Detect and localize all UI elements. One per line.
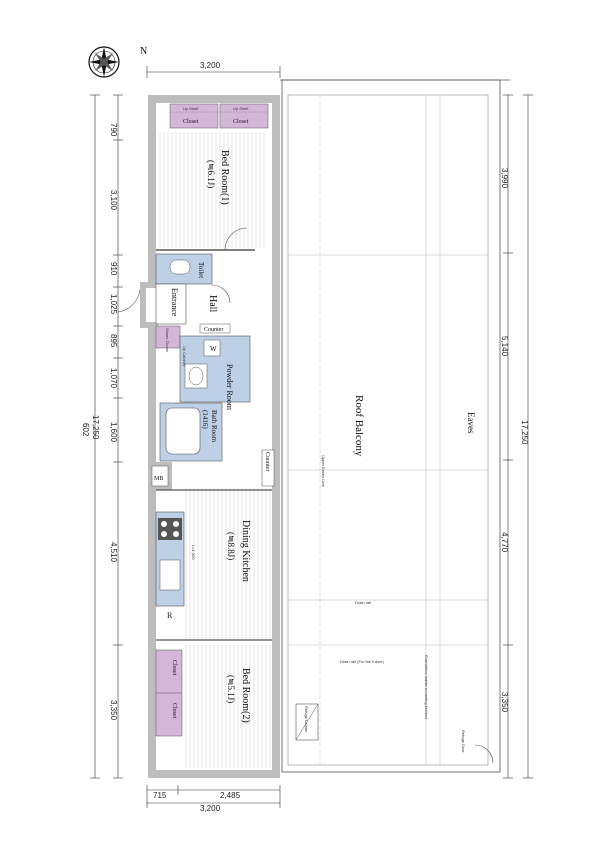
closet-b-label: Closet: [233, 119, 249, 125]
toilet-label: Toilet: [197, 262, 205, 278]
bedroom2-label: Bed Room(2): [240, 668, 251, 723]
dimension-right: 3,990 5,140 4,770 3,350 17,250: [500, 94, 533, 779]
dim-left-6: 1,070: [109, 368, 118, 389]
powder-room: W Powder Room Up Cabinet: [179, 335, 251, 411]
compass-icon: N: [88, 46, 147, 78]
evac-bracket-label: Evacuation ladder mounting bracket: [424, 655, 429, 720]
dim-left-5: 895: [109, 334, 118, 348]
drain-rail-future-label: Drain rail (For the future): [340, 659, 384, 664]
closet-bottom: Closet Closet: [155, 649, 183, 737]
compass-north-label: N: [140, 46, 147, 57]
dim-right-4: 3,350: [500, 692, 509, 713]
roof-balcony-label: Roof Balcony: [353, 395, 365, 457]
bedroom1-label: Bed Room(1): [219, 150, 230, 205]
w-mark: W: [210, 345, 217, 353]
bath-room: Bath Room (1416): [159, 402, 223, 462]
dim-right-3: 4,770: [500, 532, 509, 553]
upper-eaves-label: Upper Eaves Line: [321, 455, 326, 488]
dining-kitchen-label: Dining Kitchen: [240, 520, 251, 582]
kitchen-area: L=1,300 R: [155, 511, 196, 620]
roof-balcony: Roof Balcony Eaves Upper Eaves Line Drai…: [280, 79, 510, 773]
dim-left-3: 910: [109, 262, 118, 276]
dimension-bottom: 715 2,485 3,200: [146, 785, 281, 813]
counter-2: Counter: [261, 449, 275, 487]
counter2-label: Counter: [264, 452, 270, 471]
refuge-ladder-label: Refuge Ladder: [304, 706, 309, 733]
r-mark: R: [167, 611, 173, 620]
bedroom2-size: (≒5.1J): [226, 675, 236, 703]
mb-label: MB: [154, 476, 163, 482]
bath-size-label: (1416): [201, 410, 209, 429]
hall-label: Hall: [207, 295, 218, 312]
dim-right-2: 5,140: [500, 336, 509, 357]
dimension-top: 3,200: [146, 61, 281, 78]
dim-left-1: 790: [109, 123, 118, 137]
dim-right-1: 3,990: [500, 168, 509, 189]
dim-bottom-left: 715: [153, 791, 167, 800]
entrance: Entrance: [117, 283, 187, 325]
dim-top-width: 3,200: [200, 61, 221, 70]
bedroom-2: Bed Room(2) (≒5.1J): [226, 668, 251, 723]
hall: Hall Counter: [199, 284, 231, 334]
dim-left-2: 3,100: [109, 190, 118, 211]
bath-room-label: Bath Room: [210, 410, 218, 443]
closet-c-label: Closet: [171, 660, 177, 676]
dim-left-7: 1,600: [109, 422, 118, 443]
dim-bottom-right: 2,485: [220, 791, 241, 800]
shoes-closet-label: Shoes Closet: [165, 328, 170, 353]
flooring-pattern: [159, 132, 271, 768]
drain-rail-label: Drain rail: [355, 600, 371, 605]
powder-room-label: Powder Room: [225, 364, 234, 411]
up-shelf-a-label: Up Shelf: [183, 106, 199, 111]
up-shelf-b-label: Up Shelf: [233, 106, 249, 111]
dk-size-label: (≒8.8J): [226, 532, 236, 560]
kitchen-counter-length: L=1,300: [191, 545, 196, 560]
eaves-label: Eaves: [466, 412, 476, 434]
dining-kitchen: Dining Kitchen (≒8.8J): [156, 489, 272, 641]
entrance-label: Entrance: [170, 288, 179, 317]
dim-left-4: 1,025: [109, 294, 118, 315]
counter1-label: Counter: [204, 327, 223, 333]
dim-left-9: 3,350: [109, 700, 118, 721]
bedroom1-size: (≒6.1J): [206, 160, 216, 188]
bedroom-1: Bed Room(1) (≒6.1J): [156, 150, 255, 251]
toilet-room: Toilet: [155, 253, 213, 285]
refuge-door-label: Refuge Door: [461, 730, 466, 753]
up-cabinet-label: Up Cabinet: [182, 346, 187, 367]
closet-top: Up Shelf Up Shelf Closet Closet: [169, 103, 269, 129]
dim-bottom-total: 3,200: [200, 804, 221, 813]
closet-d-label: Closet: [171, 703, 177, 719]
dim-left-overall: 602: [81, 423, 90, 437]
dim-left-8: 4,510: [109, 542, 118, 563]
closet-a-label: Closet: [183, 119, 199, 125]
dimension-left: 790 3,100 910 1,025 895 1,070 1,600 4,51…: [81, 94, 123, 779]
dim-right-total: 17,250: [520, 420, 529, 445]
dim-left-total: 17,250: [91, 415, 100, 440]
